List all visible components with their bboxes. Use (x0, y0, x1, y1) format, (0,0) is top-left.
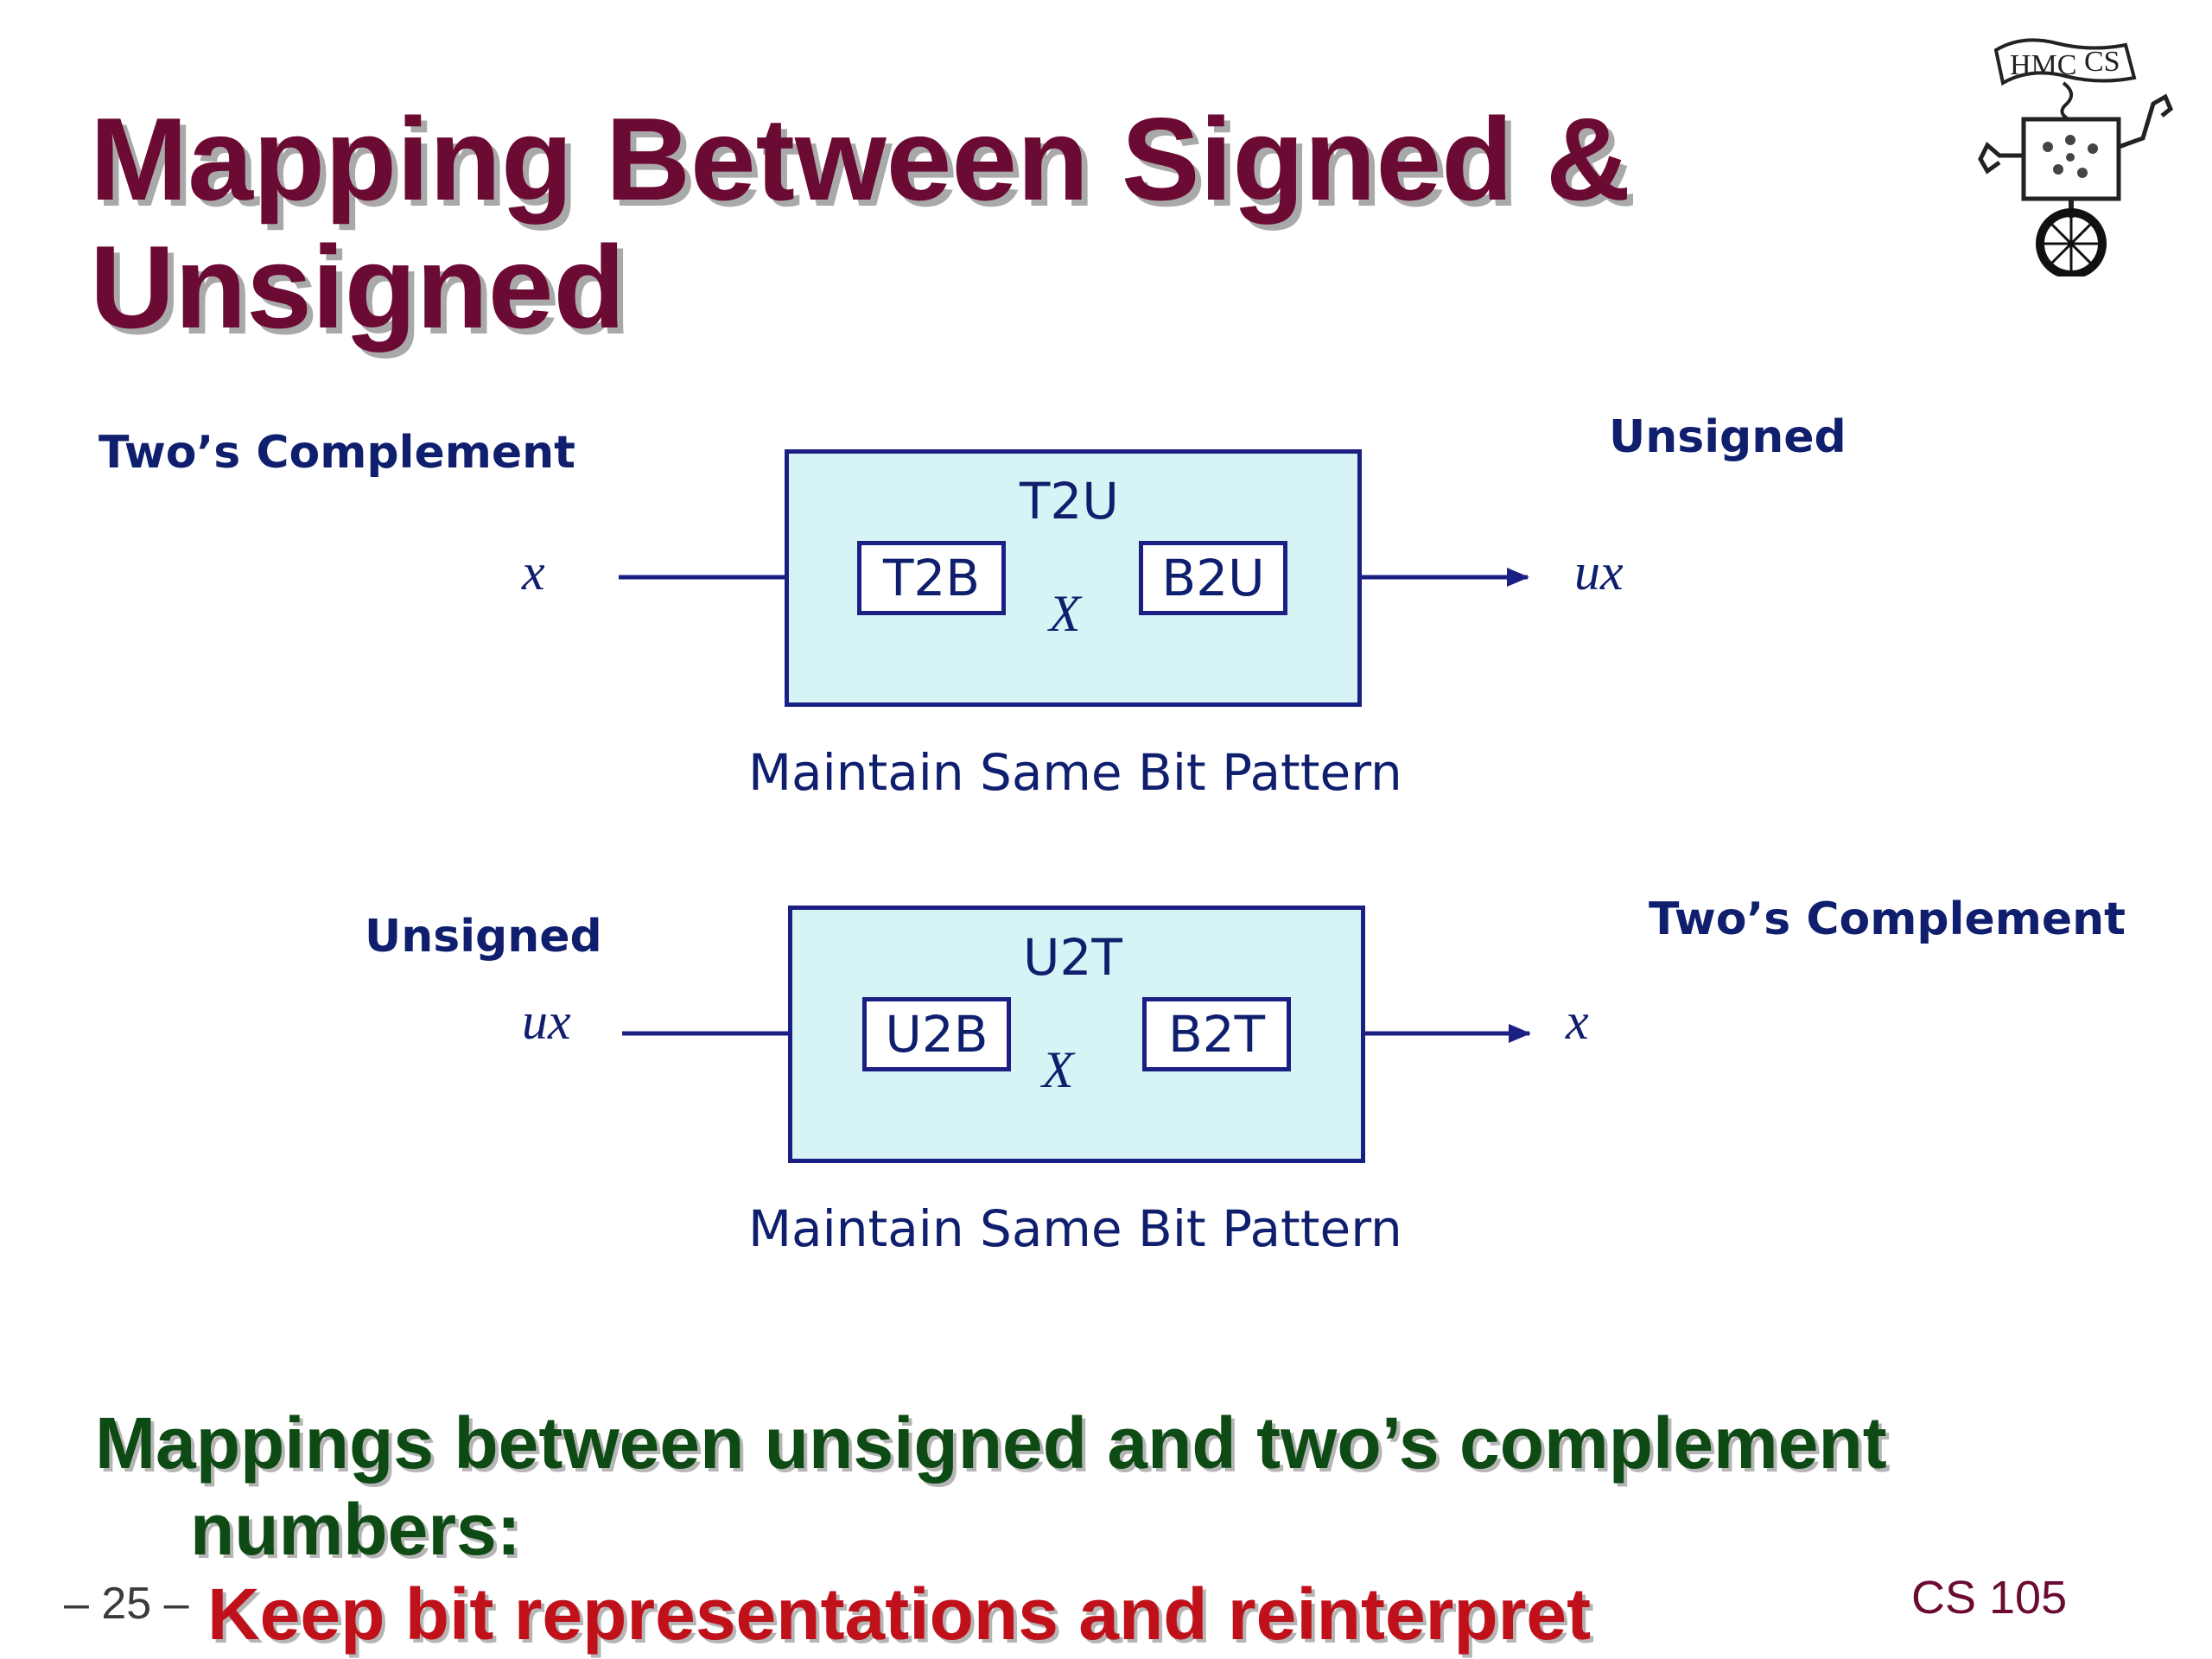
logo-left-text: HMC (2010, 49, 2076, 81)
top-left-label: Two’s Complement (99, 427, 576, 479)
main-bullet-line2: numbers: (190, 1489, 521, 1570)
main-bullet-line1: Mappings between unsigned and two’s comp… (95, 1402, 1887, 1484)
slide-title-line2: Unsigned (90, 221, 626, 353)
top-middle-var: X (1049, 585, 1081, 642)
sub-bullet: Keep bit representations and reinterpret (207, 1573, 1592, 1655)
slide-title-line1: Mapping Between Signed & (90, 93, 1631, 225)
robot-icon: HMC CS (1978, 38, 2174, 279)
top-right-label: Unsigned (1609, 411, 1847, 463)
b2u-block: B2U (1139, 541, 1287, 615)
top-caption: Maintain Same Bit Pattern (748, 743, 1402, 802)
hmc-cs-robot-logo: HMC CS (1961, 17, 2186, 281)
logo-right-text: CS (2084, 46, 2120, 78)
bottom-right-label: Two’s Complement (1649, 893, 2126, 945)
slide-title: Mapping Between Signed & Unsigned (90, 95, 1630, 351)
t2b-block: T2B (857, 541, 1006, 615)
u2b-block: U2B (862, 997, 1011, 1071)
bottom-output-var: x (1566, 993, 1589, 1050)
page-number: – 25 – (64, 1579, 189, 1629)
top-output-var: ux (1574, 543, 1624, 601)
t2u-box-title: T2U (1020, 472, 1119, 531)
bottom-input-var: ux (522, 993, 571, 1050)
u2t-box-title: U2T (1023, 928, 1122, 987)
bottom-left-label: Unsigned (365, 911, 602, 963)
main-bullet: Mappings between unsigned and two’s comp… (95, 1400, 1996, 1573)
bottom-caption: Maintain Same Bit Pattern (748, 1199, 1402, 1258)
course-label: CS 105 (1911, 1572, 2068, 1624)
b2t-block: B2T (1142, 997, 1291, 1071)
top-input-var: x (522, 543, 545, 601)
bottom-middle-var: X (1042, 1041, 1074, 1098)
